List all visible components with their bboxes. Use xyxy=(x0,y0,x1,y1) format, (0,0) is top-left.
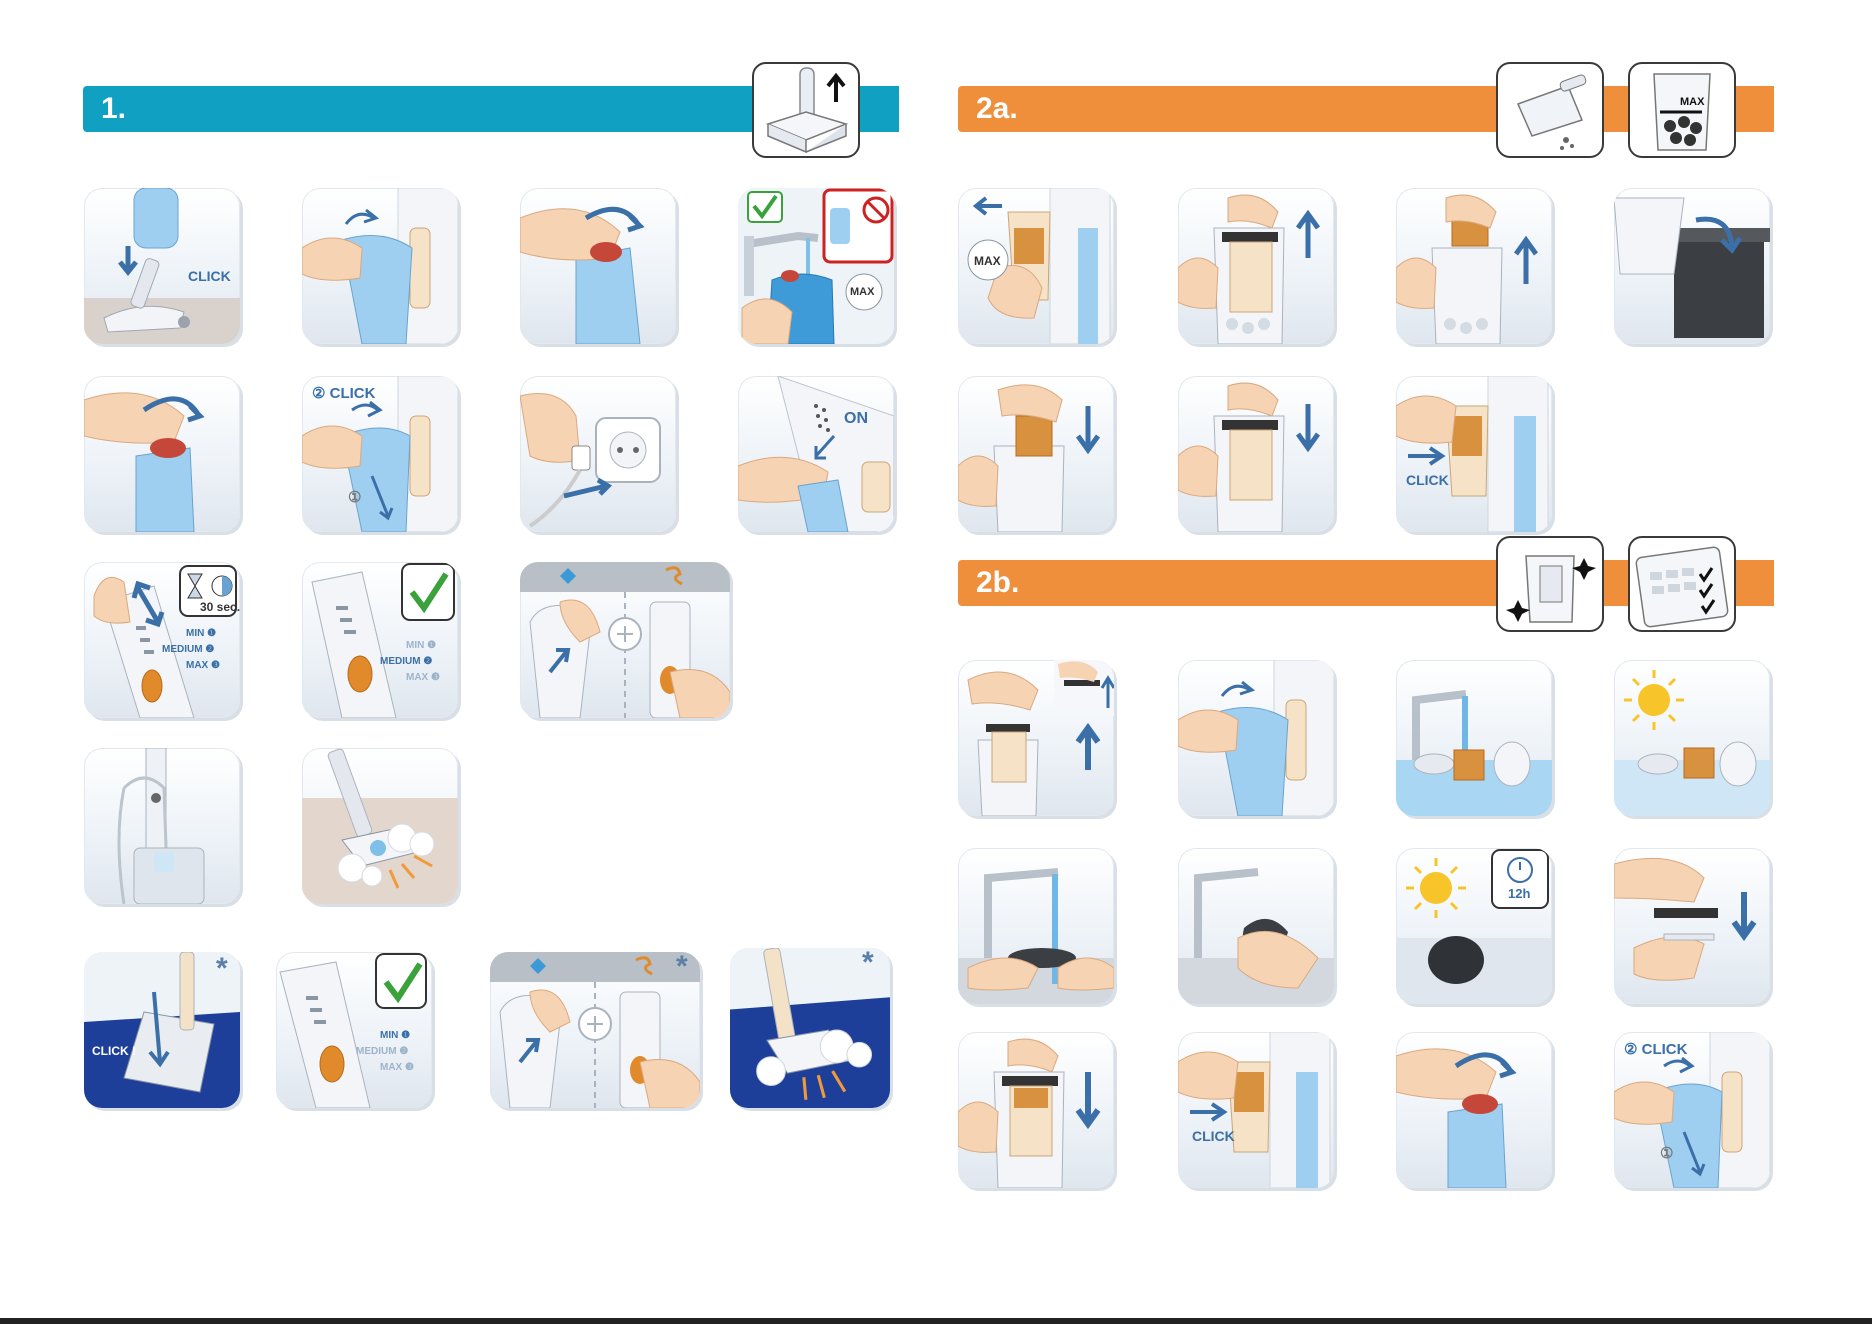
max-label: MAX xyxy=(850,286,874,298)
asterisk-icon: * xyxy=(676,952,688,982)
two-click-label: ② CLICK xyxy=(312,384,375,402)
step-1-15-level-ok-glider: MIN ❶ MEDIUM ❷ MAX ❸ * xyxy=(276,952,432,1108)
upright-vacuum-icon xyxy=(752,62,860,158)
min-level-muted: MIN ❶ xyxy=(406,640,436,651)
step-1-16-mode-choice-glider: * xyxy=(490,952,700,1108)
click-label: CLICK xyxy=(1406,472,1449,488)
medium-level: MEDIUM ❷ xyxy=(162,644,214,655)
section-2a-label: 2a. xyxy=(976,92,1018,125)
step-2b-8-insert-filter xyxy=(1614,848,1770,1004)
page-bottom-rule xyxy=(0,1318,1872,1324)
section-2b-label: 2b. xyxy=(976,566,1019,599)
step-1-12-wait xyxy=(84,748,240,904)
section-1-label: 1. xyxy=(101,92,126,125)
step-2b-5-rinse-disc xyxy=(958,848,1114,1004)
step-2a-3-remove-insert xyxy=(1396,188,1552,344)
medium-level-muted: MEDIUM ❷ xyxy=(356,1046,408,1057)
step-2b-11-close-cap xyxy=(1396,1032,1552,1188)
step-2b-9-lower-filter xyxy=(958,1032,1114,1188)
max-fill-label: MAX xyxy=(1680,96,1704,108)
magic-sparkle-icon xyxy=(1496,536,1604,632)
step-2a-4-empty-bin xyxy=(1614,188,1770,344)
step-2b-1-lift-filter xyxy=(958,660,1114,816)
vacuum-handheld-icon xyxy=(1496,62,1604,158)
step-2a-7-reattach: CLICK xyxy=(1396,376,1552,532)
step-1-1-attach-tank: CLICK xyxy=(84,188,240,344)
max-badge: MAX xyxy=(974,254,1001,268)
step-1-7-plug-in xyxy=(520,376,676,532)
max-level-muted-2: MAX ❸ xyxy=(380,1062,414,1073)
on-label: ON xyxy=(844,410,868,428)
click-label: CLICK xyxy=(1192,1128,1235,1144)
click-excl-label: CLICK ! xyxy=(92,1044,136,1058)
medium-level-active: MEDIUM ❷ xyxy=(380,656,432,667)
step-1-6-insert-tank: ② CLICK ① xyxy=(302,376,458,532)
max-fill-icon: MAX xyxy=(1628,62,1736,158)
step-1-9-select-level: 30 sec. MIN ❶ MEDIUM ❷ MAX ❸ xyxy=(84,562,240,718)
step-1-5-close-cap xyxy=(84,376,240,532)
step-1-11-mode-choice xyxy=(520,562,730,718)
timer-label: 30 sec. xyxy=(200,600,240,614)
click-label: CLICK xyxy=(188,268,231,284)
step-2a-1-remove-filter: MAX xyxy=(958,188,1114,344)
step-2b-2-remove-tank xyxy=(1178,660,1334,816)
step-2b-7-dry-disc: 12h xyxy=(1396,848,1552,1004)
step-2a-2-lift-filter xyxy=(1178,188,1334,344)
min-level-active: MIN ❶ xyxy=(380,1030,410,1041)
step-2a-5-insert xyxy=(958,376,1114,532)
step-1-2-remove-tank xyxy=(302,188,458,344)
step-1-17-steam-carpet: * xyxy=(730,948,890,1108)
step-1-4-fill-water: MAX xyxy=(738,188,894,344)
calendar-icon xyxy=(1628,536,1736,632)
asterisk-icon: * xyxy=(216,954,228,984)
step-one-marker: ① xyxy=(1660,1144,1673,1162)
step-2a-6-lower-filter xyxy=(1178,376,1334,532)
step-one-marker: ① xyxy=(348,488,361,506)
asterisk-icon: * xyxy=(862,948,874,978)
step-2b-3-rinse xyxy=(1396,660,1552,816)
step-1-10-level-ok: MIN ❶ MEDIUM ❷ MAX ❸ xyxy=(302,562,458,718)
max-level: MAX ❸ xyxy=(186,660,220,671)
step-2b-6-squeeze-disc xyxy=(1178,848,1334,1004)
step-1-3-open-cap xyxy=(520,188,676,344)
step-1-14-carpet-glider: CLICK ! * xyxy=(84,952,240,1108)
max-level-muted: MAX ❸ xyxy=(406,672,440,683)
step-1-8-switch-on: ON xyxy=(738,376,894,532)
step-1-13-steam-floor xyxy=(302,748,458,904)
hours-label: 12h xyxy=(1508,886,1530,901)
min-level: MIN ❶ xyxy=(186,628,216,639)
two-click-label: ② CLICK xyxy=(1624,1040,1687,1058)
step-2b-10-reattach: CLICK xyxy=(1178,1032,1334,1188)
step-2b-12-insert-tank: ② CLICK ① xyxy=(1614,1032,1770,1188)
step-2b-4-dry xyxy=(1614,660,1770,816)
